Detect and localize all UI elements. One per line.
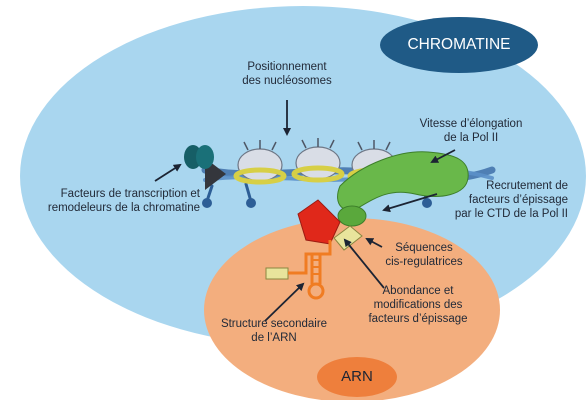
arrow-cis [365, 238, 383, 248]
nucleosome-1 [233, 140, 287, 185]
regulatory-sequence [333, 225, 363, 251]
label-nucleosome-positioning: Positionnement des nucléosomes [242, 61, 332, 87]
chromatine-badge: CHROMATINE [407, 36, 511, 53]
nucleosome-2 [291, 138, 345, 183]
label-cis-regulatory: Séquences cis-regulatrices [385, 242, 463, 268]
chromatin-remodeler [184, 145, 226, 190]
arrow-abundance [343, 238, 385, 289]
chromatine-badge-shape [380, 17, 538, 73]
label-ctd-recruitment: Recrutement de facteurs d’épissage par l… [454, 180, 568, 220]
arrow-structure [264, 282, 305, 322]
rna-strand [265, 240, 332, 300]
arrow-transcription [154, 163, 182, 182]
arrows [154, 100, 456, 322]
rna-zone [204, 218, 500, 400]
arn-badge-shape [317, 357, 397, 397]
polymerase-ii [337, 151, 469, 227]
arn-badge: ARN [341, 368, 373, 385]
label-transcription-factors: Facteurs de transcription et remodeleurs… [47, 188, 200, 214]
arrow-ctd [382, 193, 438, 213]
label-splicing-factor-abundance: Abondance et modifications des facteurs … [368, 285, 468, 325]
label-elongation-speed: Vitesse d’élongation de la Pol II [419, 118, 523, 144]
label-rna-secondary-structure: Structure secondaire de l’ARN [220, 318, 328, 344]
splicing-factor [297, 199, 341, 245]
arrow-elongation [430, 149, 456, 163]
